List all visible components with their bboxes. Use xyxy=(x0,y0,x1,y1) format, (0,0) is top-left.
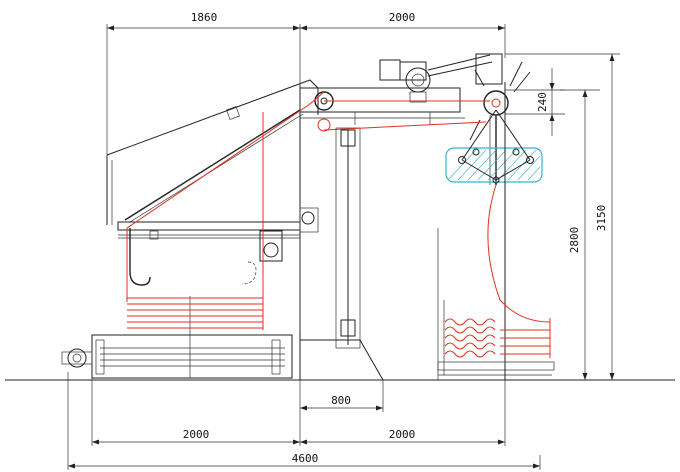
inclined-arm xyxy=(106,79,319,225)
dimension-bottom xyxy=(91,378,506,446)
base-motor-icon xyxy=(61,348,93,368)
folding-table xyxy=(117,207,319,330)
material-path xyxy=(126,91,551,358)
drive-motor-icon xyxy=(379,54,493,103)
guide-roller-icon xyxy=(317,118,331,132)
carriage-hatched xyxy=(445,109,543,184)
dim-label-small-height: 240 xyxy=(536,92,549,112)
left-hook xyxy=(129,228,151,286)
dimension-right-inner xyxy=(560,89,600,380)
dim-label-base-offset: 800 xyxy=(331,394,351,407)
dimension-small-height xyxy=(505,68,565,136)
top-beam xyxy=(299,87,465,132)
dimension-base-offset xyxy=(300,380,384,412)
dimension-overall xyxy=(67,372,541,470)
dimension-right-outer xyxy=(505,53,620,380)
dim-label-bottom-right: 2000 xyxy=(389,428,416,441)
dim-label-right-inner: 2800 xyxy=(568,227,581,254)
dim-label-overall: 4600 xyxy=(292,452,319,465)
base-conveyor xyxy=(91,296,293,379)
dim-label-top-right: 2000 xyxy=(389,11,416,24)
dim-label-bottom-left: 2000 xyxy=(183,428,210,441)
dim-label-right-outer: 3150 xyxy=(595,205,608,232)
clamp-dashed xyxy=(241,261,257,285)
dimension-top-left xyxy=(106,24,301,160)
central-column xyxy=(299,85,384,381)
dimension-top-right xyxy=(300,24,506,58)
dim-label-top-left: 1860 xyxy=(191,11,218,24)
